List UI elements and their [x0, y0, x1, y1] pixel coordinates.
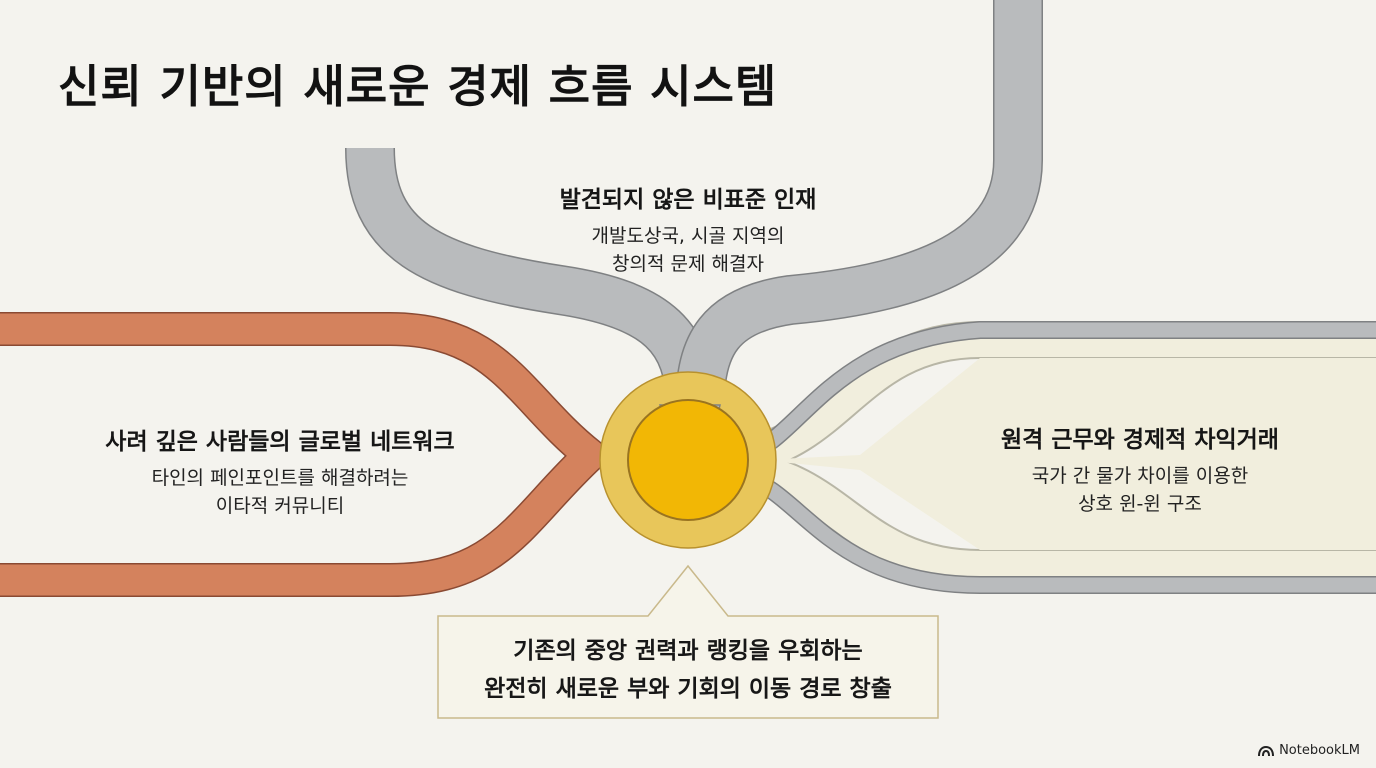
top-branch-heading: 발견되지 않은 비표준 인재	[559, 187, 817, 213]
cream-stream-fill	[760, 358, 1376, 550]
right-branch-line-1: 국가 간 물가 차이를 이용한	[1031, 465, 1249, 487]
center-core	[627, 399, 749, 521]
gray-stream-top-right	[676, 0, 1042, 406]
gray-stream-top-left	[346, 147, 714, 406]
callout-box: 기존의 중앙 권력과 랭킹을 우회하는 완전히 새로운 부와 기회의 이동 경로…	[438, 616, 938, 718]
left-branch-label: 사려 깊은 사람들의 글로벌 네트워크 타인의 페인포인트를 해결하려는 이타적…	[40, 422, 520, 520]
right-branch-heading: 원격 근무와 경제적 차익거래	[1001, 427, 1279, 453]
top-branch-label: 발견되지 않은 비표준 인재 개발도상국, 시골 지역의 창의적 문제 해결자	[488, 180, 888, 278]
orange-stream	[0, 313, 606, 596]
callout-line-1: 기존의 중앙 권력과 랭킹을 우회하는	[513, 638, 863, 664]
top-branch-line-1: 개발도상국, 시골 지역의	[591, 225, 785, 247]
callout-frame	[437, 564, 939, 719]
callout-line-2: 완전히 새로운 부와 기회의 이동 경로 창출	[484, 676, 892, 702]
page-title: 신뢰 기반의 새로운 경제 흐름 시스템	[58, 60, 778, 113]
left-branch-line-2: 이타적 커뮤니티	[215, 495, 345, 517]
top-branch-line-2: 창의적 문제 해결자	[612, 253, 764, 275]
notebooklm-logo-icon	[1258, 745, 1275, 756]
brand-label: NotebookLM	[1279, 743, 1360, 758]
left-branch-line-1: 타인의 페인포인트를 해결하려는	[151, 467, 409, 489]
right-branch-line-2: 상호 윈-윈 구조	[1078, 493, 1202, 515]
right-branch-label: 원격 근무와 경제적 차익거래 국가 간 물가 차이를 이용한 상호 윈-윈 구…	[920, 420, 1360, 518]
left-branch-heading: 사려 깊은 사람들의 글로벌 네트워크	[105, 429, 455, 455]
notebooklm-brand: NotebookLM	[1258, 743, 1360, 758]
